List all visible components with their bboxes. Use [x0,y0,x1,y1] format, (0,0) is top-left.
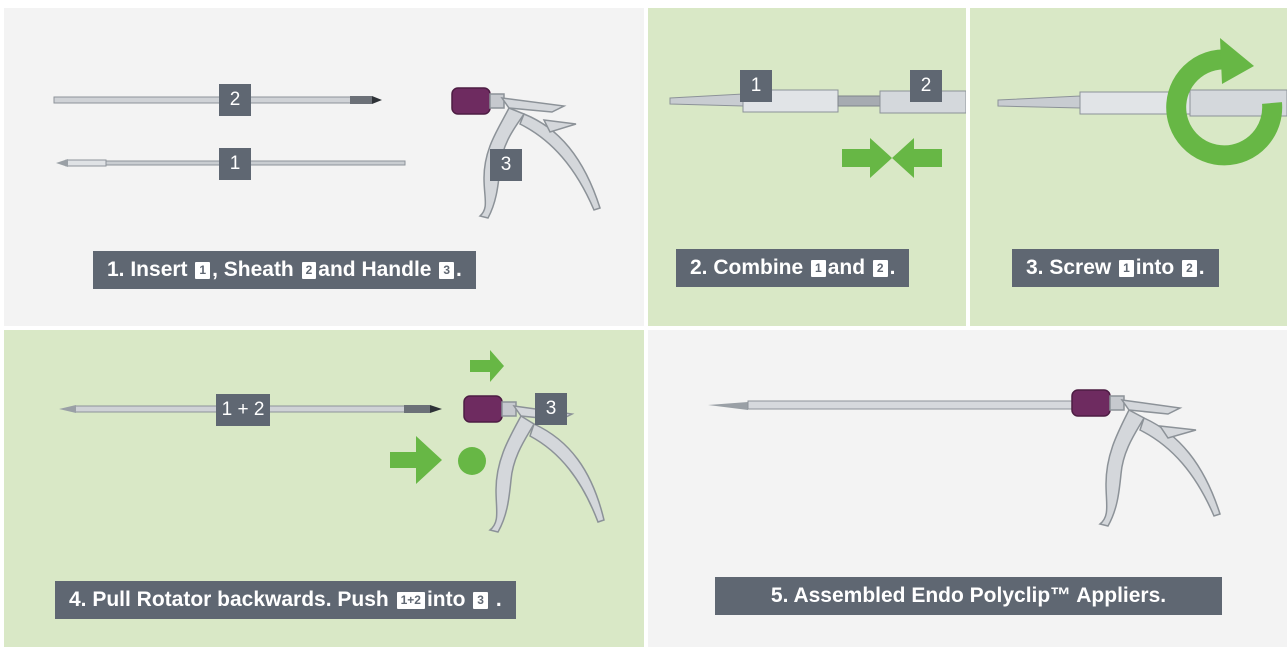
step-3-illustration [997,38,1287,166]
caption-text: . [456,258,462,281]
caption-chip: 3 [473,591,488,609]
tag-handle: 3 [535,393,567,425]
pull-back-arrow-icon [470,350,504,382]
step-2-caption: 2. Combine 1 and 2 . [676,249,910,287]
caption-text: . [889,256,896,279]
caption-chip: 1 [811,259,826,277]
caption-text: . [495,588,502,611]
handle-illustration [463,395,605,533]
rotate-icon [1166,38,1283,166]
step-5-caption: 5. Assembled Endo Polyclip™ Appliers. [715,577,1222,615]
tag-combined: 1 + 2 [216,394,270,426]
caption-text: and Handle [318,258,432,281]
push-together-arrows-icon [842,138,942,178]
step-1-panel: 2 1 3 1. Insert 1 , Sheath 2 and Handle … [4,8,644,326]
caption-chip: 1 [195,261,211,279]
caption-text: into [1135,256,1175,279]
caption-chip: 2 [872,259,888,277]
caption-chip: 3 [439,261,455,279]
push-in-arrow-icon [390,436,442,484]
step-4-panel: 1 + 2 3 4. Pull Rotator backwards. Push … [4,330,644,647]
assembled-applier-illustration [708,389,1221,527]
caption-chip: 2 [301,261,317,279]
tag-insert: 1 [219,148,251,180]
caption-text: 1. Insert [107,258,188,281]
step-5-illustration [708,389,1221,527]
rotator-dot-icon [458,447,486,475]
caption-text: 4. Pull Rotator backwards. Push [69,588,389,611]
caption-text: 2. Combine [690,256,804,279]
tag-sheath: 2 [910,70,942,102]
step-2-panel: 1 2 2. Combine 1 and 2 . [648,8,966,326]
step-3-panel: 3. Screw 1 into 2 . [970,8,1287,326]
tag-insert: 1 [740,70,772,102]
handle-illustration [451,87,601,219]
caption-chip: 2 [1182,259,1197,277]
step-1-caption: 1. Insert 1 , Sheath 2 and Handle 3 . [93,251,476,289]
caption-text: 5. Assembled Endo Polyclip™ Appliers. [770,584,1167,607]
caption-text: , Sheath [212,258,294,281]
tag-handle: 3 [490,149,522,181]
step-4-caption: 4. Pull Rotator backwards. Push 1+2 into… [55,581,516,619]
step-5-panel: 5. Assembled Endo Polyclip™ Appliers. [648,330,1287,647]
caption-text: and [827,256,866,279]
caption-text: into [426,588,466,611]
caption-chip: 1+2 [396,591,425,609]
caption-text: . [1198,256,1205,279]
caption-text: 3. Screw [1026,256,1112,279]
tag-sheath: 2 [219,84,251,116]
caption-chip: 1 [1119,259,1134,277]
sheath-illustration [53,96,382,104]
step-3-caption: 3. Screw 1 into 2 . [1012,249,1219,287]
